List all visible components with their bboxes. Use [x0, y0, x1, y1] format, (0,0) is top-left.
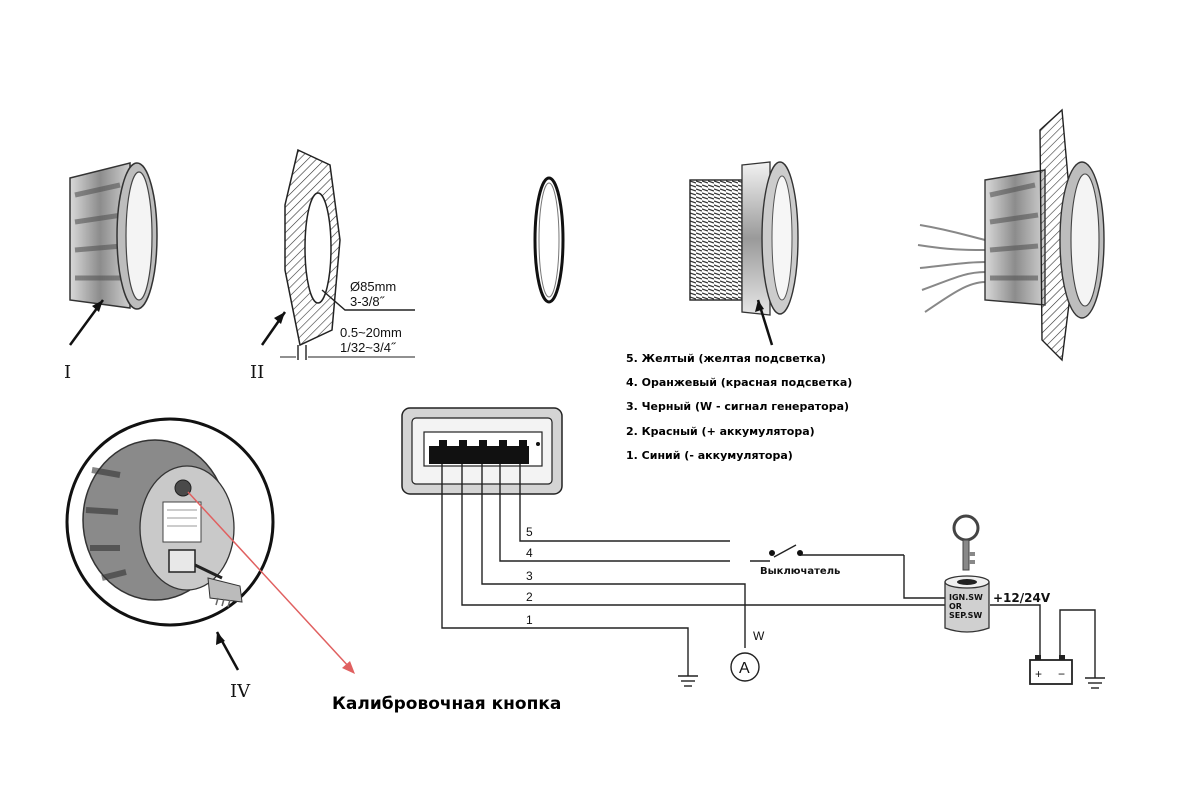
- thickness-in-text: 1/32~3/4˝: [340, 340, 397, 355]
- legend-wire-4: 4. Оранжевый (красная подсветка): [626, 376, 852, 389]
- switch-label: Выключатель: [760, 566, 840, 577]
- battery-plus-label: +: [1035, 667, 1042, 681]
- assembled-gauge-illustration: [917, 108, 1105, 362]
- wiring-lines: [441, 464, 1105, 689]
- o-ring-illustration: [533, 176, 565, 304]
- battery-symbol: + −: [1029, 655, 1073, 685]
- calibration-button-label: Калибровочная кнопка: [332, 694, 561, 714]
- wire-number-5: 5: [526, 525, 533, 539]
- wire-legend: 5. Желтый (желтая подсветка) 4. Оранжевы…: [626, 352, 852, 462]
- ign-sw-line-3: SEP.SW: [949, 611, 982, 620]
- mounting-bracket-illustration: Ø85mm 3-3/8˝ 0.5~20mm 1/32~3/4˝ II: [250, 148, 415, 383]
- bezel-ring-illustration: I: [64, 162, 158, 383]
- ammeter-symbol: A W: [730, 629, 765, 682]
- ignition-switch: IGN.SW OR SEP.SW: [944, 514, 990, 633]
- wire-number-2: 2: [526, 590, 533, 604]
- thickness-mm-text: 0.5~20mm: [340, 325, 402, 340]
- part-1-label: I: [64, 362, 71, 383]
- gauge-back-closeup: IV: [65, 417, 355, 702]
- diameter-in-text: 3-3/8˝: [350, 294, 386, 309]
- voltage-label: +12/24V: [993, 591, 1051, 605]
- legend-wire-2: 2. Красный (+ аккумулятора): [626, 425, 815, 438]
- threaded-nut-illustration: [689, 161, 799, 346]
- wire-number-1: 1: [526, 613, 533, 627]
- ign-sw-line-2: OR: [949, 602, 962, 611]
- w-terminal-label: W: [753, 629, 765, 643]
- ign-sw-line-1: IGN.SW: [949, 593, 983, 602]
- legend-wire-3: 3. Черный (W - сигнал генератора): [626, 400, 849, 413]
- legend-wire-5: 5. Желтый (желтая подсветка): [626, 352, 826, 365]
- wire-number-4: 4: [526, 546, 533, 560]
- diameter-mm-text: Ø85mm: [350, 279, 396, 294]
- ammeter-label: A: [739, 660, 750, 677]
- battery-minus-label: −: [1058, 667, 1065, 681]
- legend-wire-1: 1. Синий (- аккумулятора): [626, 449, 793, 462]
- wire-number-3: 3: [526, 569, 533, 583]
- part-4-label: IV: [230, 681, 251, 702]
- part-2-label: II: [250, 362, 264, 383]
